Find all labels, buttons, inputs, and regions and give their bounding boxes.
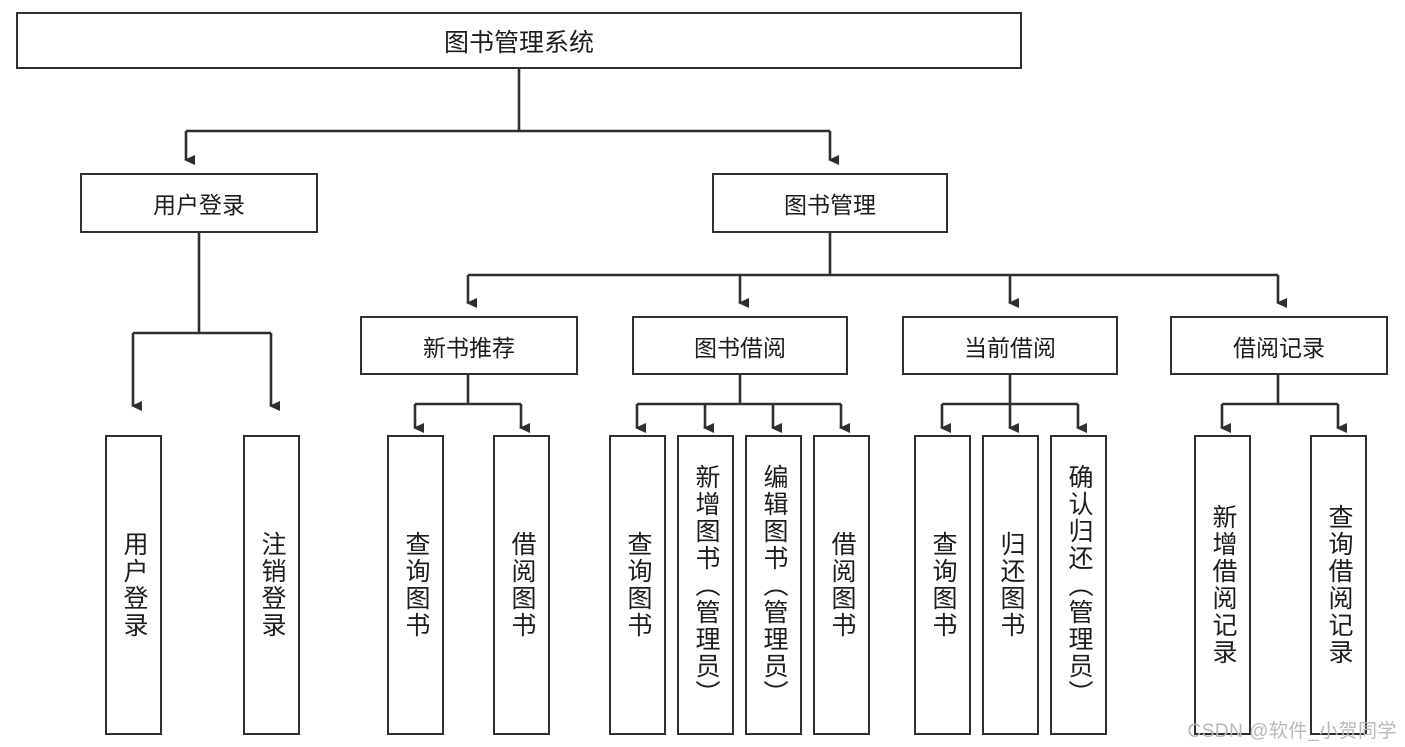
leaf-query-borrow-record[interactable]: 查询借阅记录 — [1310, 435, 1367, 735]
node-label: 新增借阅记录 — [1209, 504, 1237, 666]
node-label: 借阅图书 — [828, 531, 856, 639]
node-label: 图书管理系统 — [443, 28, 594, 57]
leaf-confirm-return-admin[interactable]: 确认归还（管理员） — [1050, 435, 1107, 735]
node-label: 图书借阅 — [694, 334, 786, 361]
node-book-borrow[interactable]: 图书借阅 — [632, 316, 848, 375]
node-book-management[interactable]: 图书管理 — [712, 173, 948, 233]
node-label: 确认归还（管理员） — [1065, 463, 1093, 707]
node-label: 用户登录 — [120, 531, 148, 639]
leaf-user-login[interactable]: 用户登录 — [105, 435, 162, 735]
node-borrow-record[interactable]: 借阅记录 — [1170, 316, 1388, 375]
node-user-login[interactable]: 用户登录 — [80, 173, 318, 233]
node-label: 当前借阅 — [964, 334, 1056, 361]
node-new-book-recommend[interactable]: 新书推荐 — [360, 316, 578, 375]
node-label: 编辑图书（管理员） — [760, 463, 788, 707]
leaf-borrow-book-recommend[interactable]: 借阅图书 — [493, 435, 550, 735]
node-label: 图书管理 — [784, 192, 876, 218]
leaf-query-book-recommend[interactable]: 查询图书 — [387, 435, 444, 735]
node-label: 借阅记录 — [1233, 334, 1325, 361]
leaf-return-book[interactable]: 归还图书 — [982, 435, 1039, 735]
node-label: 注销登录 — [258, 531, 286, 639]
leaf-borrow-book[interactable]: 借阅图书 — [813, 435, 870, 735]
node-label: 查询图书 — [929, 531, 957, 639]
node-label: 查询图书 — [624, 531, 652, 639]
leaf-query-book-borrow[interactable]: 查询图书 — [609, 435, 666, 735]
node-label: 查询图书 — [402, 531, 430, 639]
node-label: 新增图书（管理员） — [692, 463, 720, 707]
node-label: 新书推荐 — [423, 334, 515, 361]
leaf-edit-book-admin[interactable]: 编辑图书（管理员） — [745, 435, 802, 735]
node-label: 查询借阅记录 — [1325, 504, 1353, 666]
node-label: 借阅图书 — [508, 531, 536, 639]
leaf-add-borrow-record[interactable]: 新增借阅记录 — [1194, 435, 1251, 735]
node-current-borrow[interactable]: 当前借阅 — [902, 316, 1118, 375]
leaf-add-book-admin[interactable]: 新增图书（管理员） — [677, 435, 734, 735]
node-label: 用户登录 — [153, 192, 245, 218]
watermark-text: CSDN @软件_小贺同学 — [1187, 721, 1397, 742]
leaf-query-book-current[interactable]: 查询图书 — [914, 435, 971, 735]
node-root-system[interactable]: 图书管理系统 — [16, 12, 1022, 69]
node-label: 归还图书 — [997, 531, 1025, 639]
leaf-logout[interactable]: 注销登录 — [243, 435, 300, 735]
